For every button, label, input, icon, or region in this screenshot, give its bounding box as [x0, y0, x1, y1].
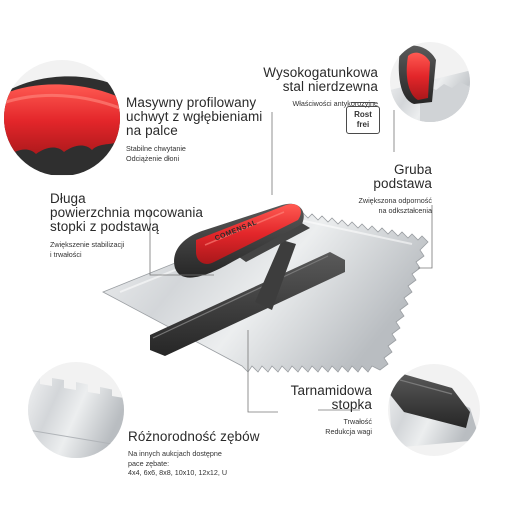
handle-title-line-2: uchwyt z wgłębieniami — [126, 109, 263, 124]
handle — [174, 203, 304, 278]
steel-detail-line-1: Właściwości antykorozyjne — [292, 99, 378, 108]
mount-detail-line-1: Zwiększenie stabilizacji — [50, 240, 125, 249]
teeth-title-line-1: Różnorodność zębów — [128, 429, 260, 444]
handle-detail-line-1: Stabilne chwytanie — [126, 144, 186, 153]
foot-detail-line-2: Redukcja wagi — [325, 426, 372, 436]
steel-title-line-2: stal nierdzewna — [282, 79, 378, 94]
callout-foot: Tarnamidowa stopka Trwałość Redukcja wag… — [268, 384, 372, 436]
mount-title-line-1: Długa — [50, 191, 86, 206]
mount-title-line-3: stopki z podstawą — [50, 219, 160, 234]
teeth-detail-line-1: Na innych aukcjach dostępne — [128, 449, 222, 458]
foot-title-line-2: stopka — [331, 397, 372, 412]
rost-frei-badge-line-2: frei — [356, 120, 370, 129]
callout-line-thick — [418, 205, 433, 269]
handle-neck — [255, 240, 296, 310]
mount-detail-line-2: i trwałości — [50, 249, 82, 259]
rost-frei-badge: Rost frei — [346, 102, 380, 134]
mount-title-line-2: powierzchnia mocowania — [50, 205, 204, 220]
callout-thick: Gruba podstawa Zwiększona odporność na o… — [330, 163, 432, 215]
thick-title-line-1: Gruba — [393, 162, 432, 177]
detail-steel-circle — [390, 42, 470, 122]
foot-title-line-1: Tarnamidowa — [290, 383, 372, 398]
teeth-detail-line-2: pace zębate: — [128, 458, 170, 468]
foot-detail-line-1: Trwałość — [343, 417, 373, 426]
thick-detail-line-1: Zwiększona odporność — [358, 196, 432, 205]
callout-teeth: Różnorodność zębów Na innych aukcjach do… — [128, 430, 260, 478]
teeth-detail-line-3: 4x4, 6x6, 8x8, 10x10, 12x12, U — [128, 468, 228, 477]
handle-detail-line-2: Odciążenie dłoni — [126, 153, 180, 163]
callout-handle: Masywny profilowany uchwyt z wgłębieniam… — [126, 96, 262, 163]
thick-detail-line-2: na odkształcenia — [378, 205, 432, 215]
callout-steel: Wysokogatunkowa stal nierdzewna Właściwo… — [252, 66, 378, 109]
callout-line-teeth — [247, 330, 278, 413]
thick-title-line-2: podstawa — [373, 176, 432, 191]
detail-foot-circle — [388, 364, 480, 456]
tarnamid-foot — [150, 252, 345, 356]
callout-line-mount — [149, 210, 214, 276]
detail-teeth-circle — [28, 362, 124, 458]
rost-frei-badge-line-1: Rost — [354, 110, 372, 119]
callout-mount: Długa powierzchnia mocowania stopki z po… — [50, 192, 203, 259]
trowel — [102, 203, 429, 373]
detail-handle-circle — [4, 60, 120, 176]
handle-title-line-3: na palce — [126, 123, 178, 138]
handle-title-line-1: Masywny profilowany — [126, 95, 257, 110]
callout-lines — [149, 110, 433, 413]
steel-title-line-1: Wysokogatunkowa — [263, 65, 378, 80]
